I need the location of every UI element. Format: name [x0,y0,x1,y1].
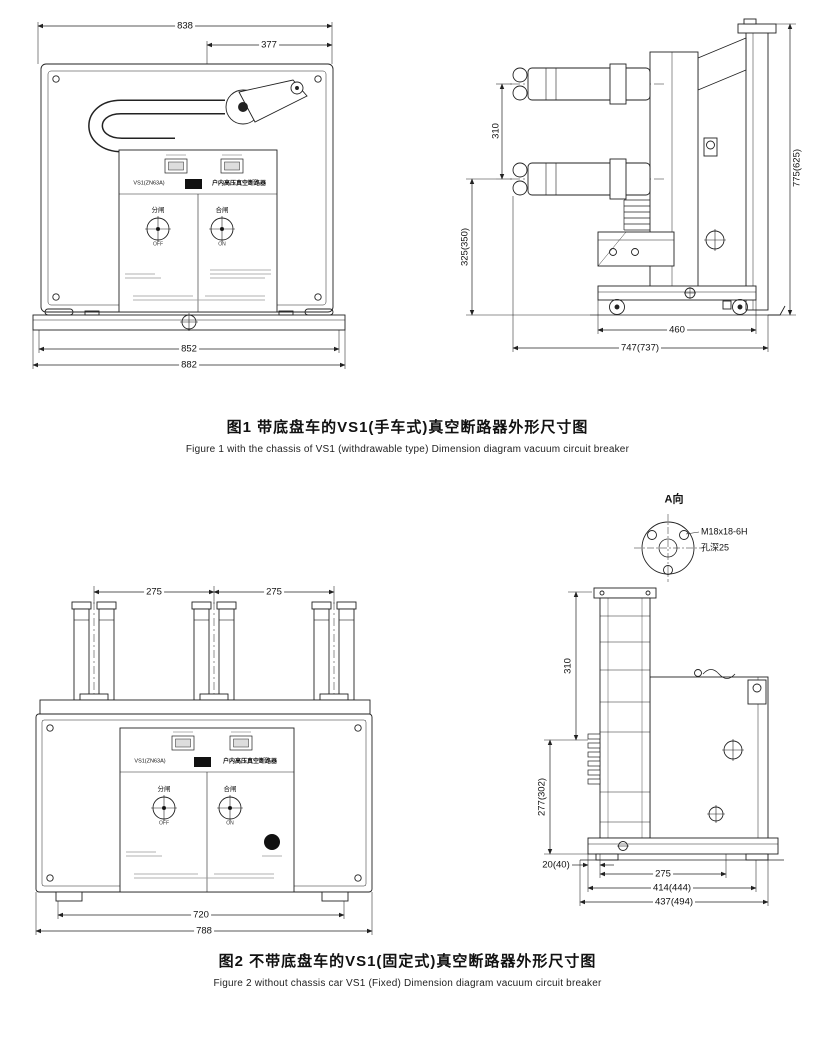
dim-inner-width: 720 [191,909,211,921]
dim-rail-width: 852 [179,343,199,355]
dim-base-width: 882 [179,359,199,371]
manual-charge-hole-icon [264,834,280,850]
dim-base-width: 275 [653,868,673,880]
figure2-side-drawing [544,587,784,906]
dim-overall-width: 838 [175,20,195,32]
dim-pole-pitch-right: 275 [264,586,284,598]
dim-lower-height: 325(350) [459,225,471,269]
dim-mid-depth: 414(444) [650,882,694,894]
cable-squiggle [702,669,736,679]
corner-screw-icon [52,293,60,301]
brand-logo [185,179,202,189]
nameplate-text-lines [126,851,282,879]
truck-base [590,285,786,316]
dim-overall-depth: 437(494) [652,896,696,908]
thread-spec-label: M18x18-6H [701,526,748,537]
nameplate-text-lines [125,269,271,301]
figure1-side-drawing [466,18,796,352]
figure2-caption-en: Figure 2 without chassis car VS1 (Fixed)… [213,978,602,989]
dim-offset: 20(40) [540,859,572,871]
corner-screw-icon [46,724,54,732]
off-label: 分闸 [151,206,165,214]
on-sub-label: ON [218,241,226,248]
mounting-bracket [597,231,675,267]
figure2-front-view: 275 275 720 788 VS1(ZN63A) 户内高压真空断路器 分闸 … [22,578,382,936]
corner-screw-icon [354,724,362,732]
corner-screw-icon [314,293,322,301]
on-knob-icon [217,795,243,821]
panel-title-label: 户内高压真空断路器 [211,181,267,187]
corner-screw-icon [314,75,322,83]
brand-logo [194,757,211,767]
on-sub-label: ON [226,820,234,827]
detail-a-label: A向 [664,493,684,506]
panel-model-label: VS1(ZN63A) [133,180,165,187]
pole-column [593,587,657,839]
on-label: 合闸 [223,785,237,793]
detail-a-view: A向 M18x18-6H 孔深25 [630,478,805,583]
dim-upper-height: 310 [562,656,574,676]
indicator-window-icon [171,731,253,751]
off-sub-label: OFF [159,820,169,827]
dim-overall-height: 775(625) [791,146,803,190]
flange-circle [641,521,695,575]
figure1-front-drawing [32,22,346,369]
figure2-caption-zh: 图2 不带底盘车的VS1(固定式)真空断路器外形尺寸图 [218,953,597,970]
dim-overall-width: 788 [194,925,214,937]
figure1-caption-en: Figure 1 with the chassis of VS1 (withdr… [185,444,630,455]
foot-left [55,891,83,902]
panel-title-label: 户内高压真空断路器 [222,759,278,765]
fixed-base [580,837,784,861]
tapped-hole-icon [679,530,689,540]
off-label: 分闸 [157,785,171,793]
figure1-caption-zh: 图1 带底盘车的VS1(手车式)真空断路器外形尺寸图 [226,419,589,436]
figure1-front-view: 838 377 852 882 VS1(ZN63A) 户内高压真空断路器 分闸 … [25,12,355,377]
corner-screw-icon [354,874,362,882]
figure1-caption: 图1 带底盘车的VS1(手车式)真空断路器外形尺寸图 Figure 1 with… [0,416,815,455]
figure2-front-drawing [35,586,373,935]
panel-model-label: VS1(ZN63A) [134,758,166,765]
tapped-hole-icon [663,565,673,575]
figure2-caption: 图2 不带底盘车的VS1(固定式)真空断路器外形尺寸图 Figure 2 wit… [0,950,815,989]
figure2-side-view: 310 277(302) 20(40) 275 414(444) 437(494… [518,582,808,927]
rib-fins [587,733,601,785]
wheel-icon [732,299,748,315]
corner-screw-icon [46,874,54,882]
off-knob-icon [151,795,177,821]
corner-screw-icon [52,75,60,83]
off-knob-icon [145,216,171,242]
dim-base-depth: 460 [667,324,687,336]
dim-offset: 377 [259,39,279,51]
lower-pole-insulator [510,158,665,200]
foot-right [321,891,349,902]
rear-panel [737,18,777,311]
tapped-hole-icon [647,530,657,540]
loop-conductor [88,99,225,153]
dim-lower-height: 277(302) [536,775,548,819]
wheel-icon [609,299,625,315]
upper-pole-insulator [510,63,665,105]
crossbeam [39,693,371,715]
hole-depth-label: 孔深25 [701,542,730,553]
rib-fins [623,199,650,231]
dim-pole-pitch-left: 275 [144,586,164,598]
on-label: 合闸 [215,206,229,214]
pole-insulators [71,601,357,701]
dim-pole-pitch: 310 [490,121,502,141]
drive-mechanism [225,79,308,125]
on-knob-icon [209,216,235,242]
detail-a-drawing [634,514,704,582]
indicator-window-icon [164,154,244,174]
mechanism-frame [649,676,769,848]
dim-overall-depth: 747(737) [618,342,662,354]
chassis-rail [32,308,346,331]
off-sub-label: OFF [153,241,163,248]
figure1-side-view: 310 325(350) 775(625) 460 747(737) [450,18,805,368]
